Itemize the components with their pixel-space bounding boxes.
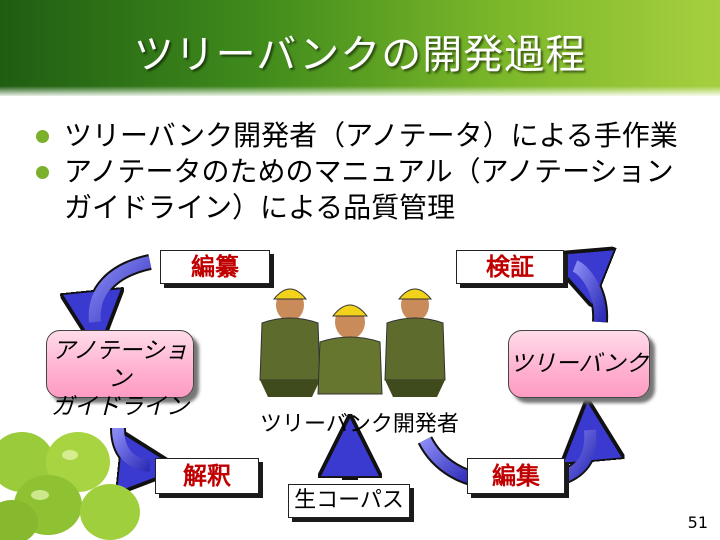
guideline-line-2: ガイドライン [51,394,189,420]
verify-label: 検証 [486,253,534,281]
bullet-text: ガイドライン）による品質管理 [64,191,456,224]
edit-label: 編纂 [191,253,239,281]
edit-bottom-label: 編集 [492,462,540,490]
interpret-label-box: 解釈 [155,458,259,494]
interpret-label: 解釈 [183,462,231,490]
bullet-continuation: ガイドライン）による品質管理 [36,190,696,226]
edit-bottom-label-box: 編集 [467,458,565,494]
workers-illustration [259,288,446,397]
page-number: 51 [687,513,708,532]
raw-corpus-box: 生コーパス [288,484,410,518]
bullet-text: ツリーバンク開発者（アノテータ）による手作業 [64,119,678,152]
bullet-dot-icon [36,130,49,143]
treebank-label: ツリーバンク [509,351,649,377]
guideline-box: アノテーション ガイドライン [46,330,194,420]
guideline-line-1: アノテーション [52,338,188,392]
verify-label-box: 検証 [456,250,564,284]
bullet-list: ツリーバンク開発者（アノテータ）による手作業 アノテータのためのマニュアル（アノ… [36,118,696,226]
treebank-box: ツリーバンク [508,330,650,398]
bullet-item: ツリーバンク開発者（アノテータ）による手作業 [36,118,696,154]
raw-corpus-label: 生コーパス [294,488,404,513]
edit-label-box: 編纂 [160,250,270,284]
bullet-item: アノテータのためのマニュアル（アノテーション [36,154,696,190]
title-bar: ツリーバンクの開発過程 [0,0,720,96]
bullet-dot-icon [36,166,49,179]
apples-illustration [0,432,140,540]
developers-caption: ツリーバンク開発者 [260,412,459,437]
slide-title: ツリーバンクの開発過程 [133,32,587,78]
bullet-text: アノテータのためのマニュアル（アノテーション [64,155,674,188]
